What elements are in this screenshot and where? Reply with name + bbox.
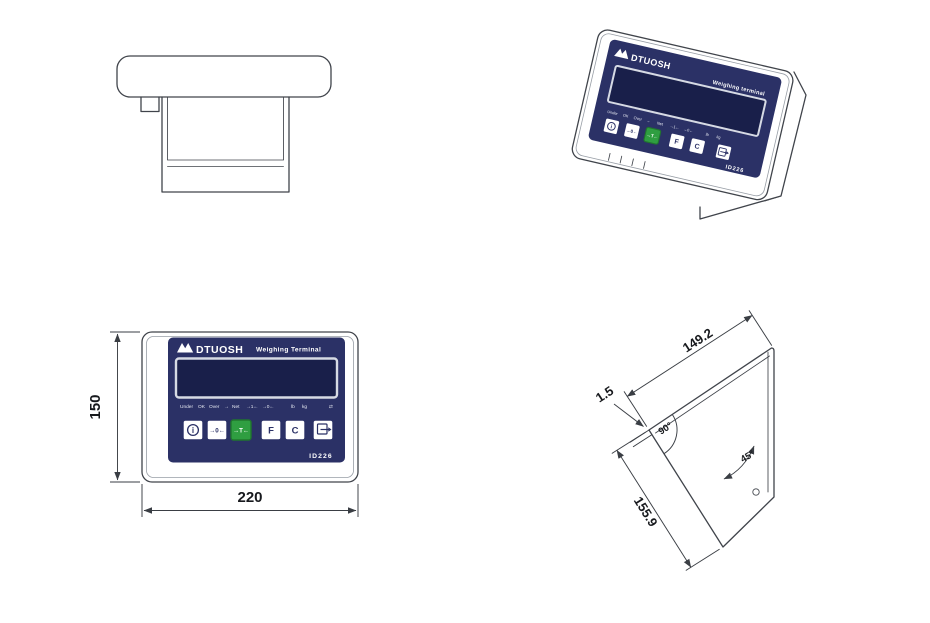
front-height-dimension [110, 331, 140, 483]
top-view-head-outline [116, 55, 332, 98]
info-circle-icon [607, 122, 616, 131]
print-button [714, 143, 733, 162]
tare-button: →T← [643, 126, 662, 145]
indicator-label: →0← [683, 126, 694, 133]
button-row: i →0← →T← F C [182, 419, 334, 441]
clear-button: C [688, 137, 707, 155]
angle-90-arc [663, 414, 678, 455]
indicator-label: kg [716, 134, 721, 140]
side-view: 149.2 1.5 155.9 90° 45° [593, 310, 775, 571]
perspective-body: DTUOSH Weighing terminal Under OK Over →… [571, 29, 794, 201]
indicator-row: Under OK Over → Net →1← →0← lb kg ⇄ [180, 404, 333, 410]
model-label: ID226 [309, 453, 333, 460]
top-view-body-outline [161, 96, 290, 193]
display [174, 357, 339, 399]
top-view-bracket-tab [140, 96, 160, 113]
indicator-label: lb [291, 404, 295, 410]
perspective-body-inner-outline [575, 33, 790, 197]
indicator-label: → [224, 405, 229, 410]
indicator-label: →1← [669, 123, 680, 130]
angle-45-arc [723, 445, 755, 480]
function-button: F [667, 132, 686, 151]
top-view-inner-lines [167, 96, 284, 167]
front-panel [168, 337, 345, 463]
front-height-dimension-label: 150 [87, 394, 104, 419]
svg-text:→T←: →T← [233, 427, 249, 434]
indicator-row: Under OK Over → Net →1← →0← lb kg [607, 109, 721, 140]
model-label: ID226 [725, 164, 745, 174]
indicator-cycle-icon: ⇄ [329, 404, 333, 410]
svg-text:C: C [694, 143, 701, 151]
svg-text:C: C [292, 426, 299, 437]
function-button: F [260, 419, 282, 441]
front-view: DTUOSH Weighing Terminal Under OK Over →… [87, 331, 359, 517]
printer-icon [717, 147, 729, 157]
indicator-label: →1← [246, 404, 258, 410]
indicator-label: Under [607, 109, 619, 116]
indicator-label: →0← [262, 404, 274, 410]
zero-button: →0← [206, 419, 228, 441]
zero-button: →0← [623, 122, 641, 140]
front-width-dimension [141, 484, 359, 517]
indicator-label: Over [633, 115, 643, 122]
top-view [116, 55, 332, 193]
logo-mark-icon [177, 343, 194, 353]
info-button: i [182, 419, 204, 441]
front-width-dimension-label: 220 [237, 489, 262, 506]
button-row: i →0← →T← F C [602, 117, 733, 162]
indicator-label: Net [657, 120, 665, 126]
indicator-label: Over [209, 404, 220, 410]
side-screw-icon [752, 488, 760, 496]
svg-text:F: F [268, 426, 274, 437]
indicator-label: → [646, 118, 651, 124]
brand-tagline: Weighing Terminal [256, 347, 321, 354]
info-circle-icon [186, 423, 200, 437]
svg-text:→0←: →0← [626, 128, 639, 136]
brand-logo: DTUOSH [196, 344, 243, 356]
stand-joint-line [764, 195, 782, 202]
svg-text:→0←: →0← [209, 427, 225, 434]
side-outline [648, 347, 775, 548]
clear-button: C [284, 419, 306, 441]
tare-button: →T← [230, 419, 252, 441]
indicator-label: OK [622, 112, 629, 118]
display [607, 64, 767, 137]
side-thickness-dimension-label: 1.5 [593, 383, 616, 405]
perspective-view: DTUOSH Weighing terminal Under OK Over →… [571, 29, 807, 220]
indicator-label: OK [198, 404, 206, 410]
indicator-label: Under [180, 404, 193, 410]
svg-text:i: i [192, 426, 194, 435]
side-bottom-edge-dimension-label: 155.9 [631, 494, 661, 530]
vent-ticks [608, 153, 646, 169]
print-button [312, 419, 334, 441]
indicator-label: kg [302, 404, 307, 410]
svg-text:→T←: →T← [646, 132, 659, 140]
svg-text:F: F [674, 139, 680, 147]
printer-icon [316, 423, 332, 435]
side-bottom-edge-dimension [611, 431, 720, 571]
indicator-label: Net [232, 404, 240, 410]
info-button: i [602, 117, 621, 136]
front-body-inner-outline [146, 336, 354, 478]
logo-mark-icon [614, 48, 629, 60]
svg-text:i: i [610, 124, 613, 130]
indicator-label: lb [705, 132, 709, 138]
